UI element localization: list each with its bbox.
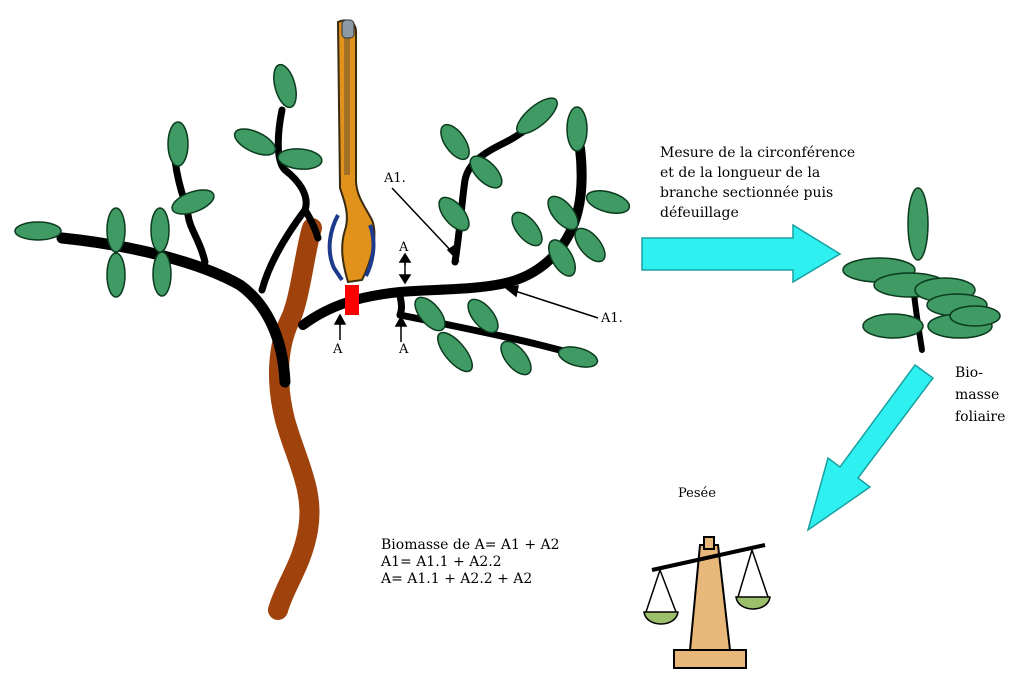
description-line: Mesure de la circonférence	[660, 143, 880, 163]
label-a-top: A	[399, 240, 408, 255]
biomass-label: Bio- masse foliaire	[955, 362, 1005, 428]
biomass-line: Bio-	[955, 362, 1005, 384]
tree-trunk	[278, 228, 312, 610]
label-a1-upper: A1.	[384, 171, 406, 186]
biomass-line: foliaire	[955, 406, 1005, 428]
label-a-bottom-right: A	[399, 342, 408, 357]
weighing-scale-icon	[644, 537, 770, 668]
flow-arrow-down-left	[808, 365, 933, 530]
label-a1-lower: A1.	[601, 311, 623, 326]
formula-line: A1= A1.1 + A2.2	[381, 554, 560, 571]
weighing-label: Pesée	[678, 486, 716, 501]
description-line: branche sectionnée puis	[660, 183, 880, 203]
measurement-description: Mesure de la circonférence et de la long…	[660, 143, 880, 223]
description-line: défeuillage	[660, 203, 880, 223]
biomass-formulas: Biomasse de A= A1 + A2 A1= A1.1 + A2.2 A…	[381, 537, 560, 588]
flow-arrow-right	[642, 225, 840, 282]
cut-mark	[345, 285, 359, 315]
description-line: et de la longueur de la	[660, 163, 880, 183]
label-a-bottom-left: A	[333, 342, 342, 357]
formula-line: A= A1.1 + A2.2 + A2	[381, 571, 560, 588]
pruning-shears-icon	[330, 20, 375, 315]
biomass-line: masse	[955, 384, 1005, 406]
formula-line: Biomasse de A= A1 + A2	[381, 537, 560, 554]
